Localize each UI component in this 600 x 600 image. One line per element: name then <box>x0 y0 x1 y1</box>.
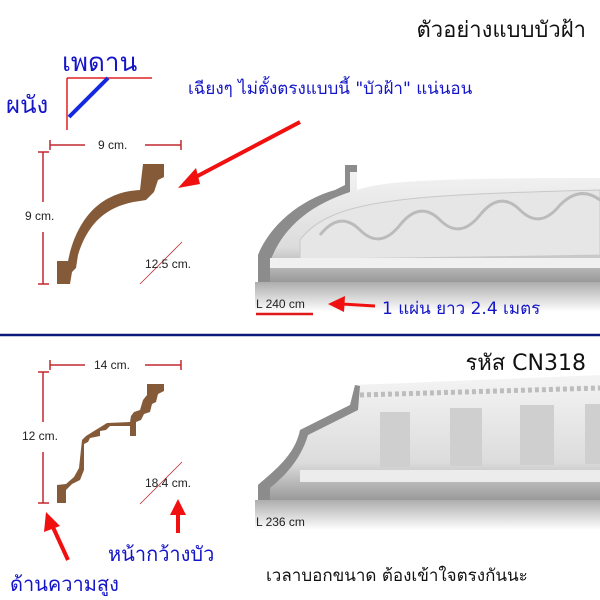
section2-title: รหัส CN318 <box>465 351 586 376</box>
profile1-face-dim: 12.5 cm. <box>145 257 192 271</box>
profile1-dimensions <box>38 140 183 285</box>
moulding-photo-2 <box>255 375 600 530</box>
moulding-photo-1 <box>255 165 600 312</box>
profile2-width-dim: 14 cm. <box>94 358 131 372</box>
profile2-dimensions <box>38 360 183 505</box>
profile2-shape <box>57 384 164 503</box>
profile1-height-dim: 9 cm. <box>25 209 55 223</box>
length-label-2: L 236 cm <box>256 515 305 529</box>
section1-title: ตัวอย่างแบบบัวฝ้า <box>416 18 586 43</box>
length-note: 1 แผ่น ยาว 2.4 เมตร <box>382 299 541 319</box>
face-width-label: หน้ากว้างบัว <box>108 542 215 566</box>
profile1-width-dim: 9 cm. <box>98 138 128 152</box>
corner-illustration <box>66 76 152 130</box>
red-arrow-height <box>44 512 70 561</box>
red-arrow-face <box>170 499 186 533</box>
ceiling-label: เพดาน <box>62 48 138 78</box>
profile2-face-dim: 18.4 cm. <box>145 476 192 490</box>
red-arrow-to-profile <box>178 120 301 188</box>
orientation-note: เฉียงๆ ไม่ตั้งตรงแบบนี้ "บัวฝ้า" แน่นอน <box>188 79 473 99</box>
footer-note: เวลาบอกขนาด ต้องเข้าใจตรงกันนะ <box>266 566 528 586</box>
profile2-height-dim: 12 cm. <box>22 429 59 443</box>
length-label-1: L 240 cm <box>256 297 305 311</box>
wall-label: ผนัง <box>6 91 49 119</box>
profile1-shape <box>57 164 164 284</box>
red-arrow-length <box>328 296 376 312</box>
height-side-label: ด้านความสูง <box>10 572 119 596</box>
